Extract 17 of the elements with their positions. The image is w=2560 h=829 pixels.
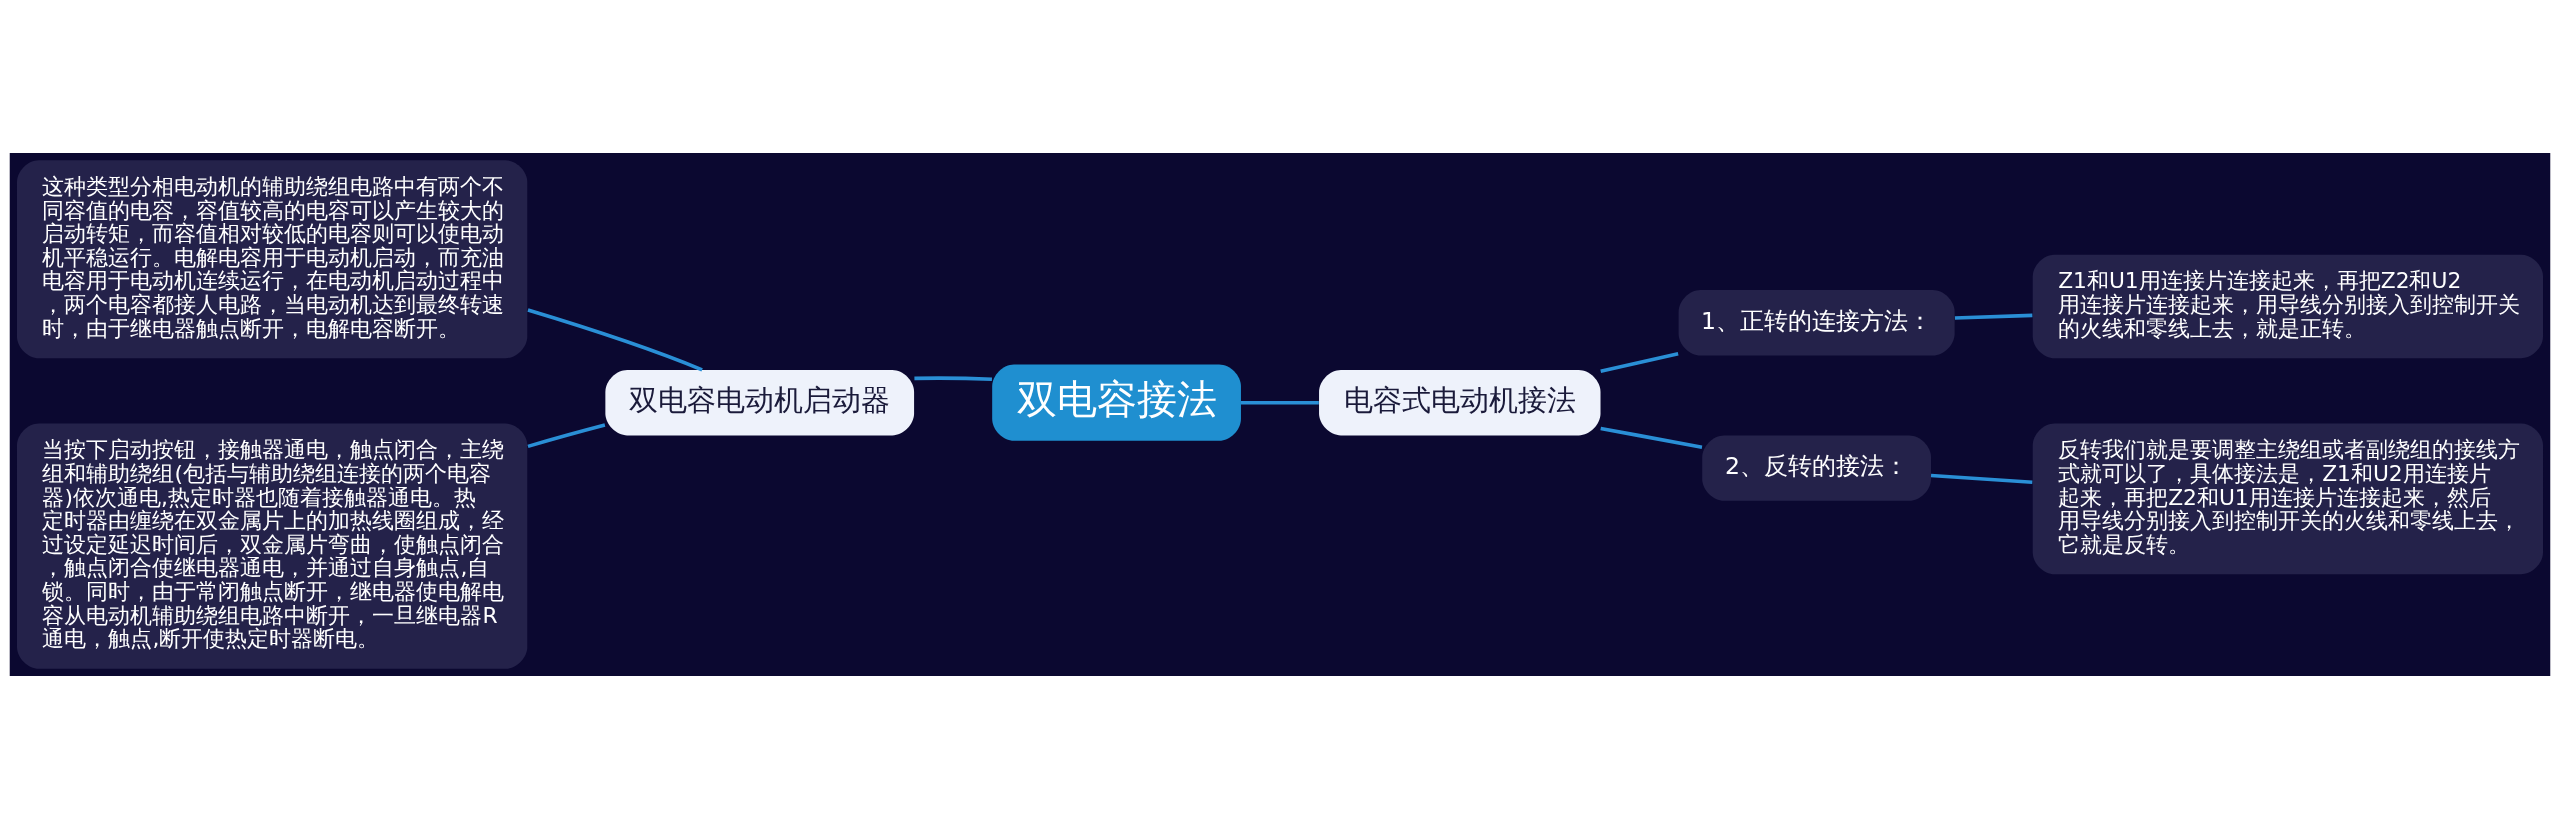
connector — [1930, 473, 2033, 484]
connector — [914, 376, 993, 382]
node-box: 电容式电动机接法 — [1319, 370, 1601, 436]
node-box: 这种类型分相电动机的辅助绕组电路中有两个不同容值的电容，容值较高的电容可以产生较大的启动转矩，而容值相对较低的电容则可以使电动机平稳运行。电解电容用于电动机启动，而充油电容用于电动机连续运行，在电动机启动过程中，两个电容都接人电路，当电动机达到最终转速时，由于继电器触点断开，电解电容断开。 — [17, 160, 528, 359]
connector — [1600, 426, 1703, 449]
connector — [527, 423, 606, 449]
node-box: Z1和U1用连接片连接起来，再把Z2和U2用连接片连接起来，用导线分别接入到控制开关的火线和零线上去，就是正转。 — [2032, 254, 2543, 359]
node-box: 当按下启动按钮，接触器通电，触点闭合，主绕组和辅助绕组(包括与辅助绕组连接的两个电容器)依次通电,热定时器也随着接触器通电。热定时器由缠绕在双金属片上的加热线圈组成，经过设定延迟时间后，双金属片弯曲，使触点闭合，触点闭合使继电器通电，并通过自身触点,自锁。同时，由于常闭触点断开，继电器使电解电容从电动机辅助绕组电路中断开，一旦继电器R通电，触点,断开使热定时器断电。 — [17, 423, 528, 669]
node-box: 2、反转的接法： — [1702, 435, 1932, 501]
node-box: 双电容接法 — [992, 364, 1241, 441]
connector — [1954, 313, 2033, 320]
connector — [527, 308, 703, 372]
node-box: 反转我们就是要调整主绕组或者副绕组的接线方式就可以了，具体接法是，Z1和U2用连接片起来，再把Z2和U1用连接片连接起来，然后用导线分别接入到控制开关的火线和零线上去，它就是反转。 — [2032, 423, 2543, 575]
node-box: 1、正转的连接方法： — [1678, 290, 1955, 356]
connector — [1600, 351, 1679, 373]
node-box: 双电容电动机启动器 — [605, 370, 915, 436]
connector — [1240, 400, 1319, 405]
